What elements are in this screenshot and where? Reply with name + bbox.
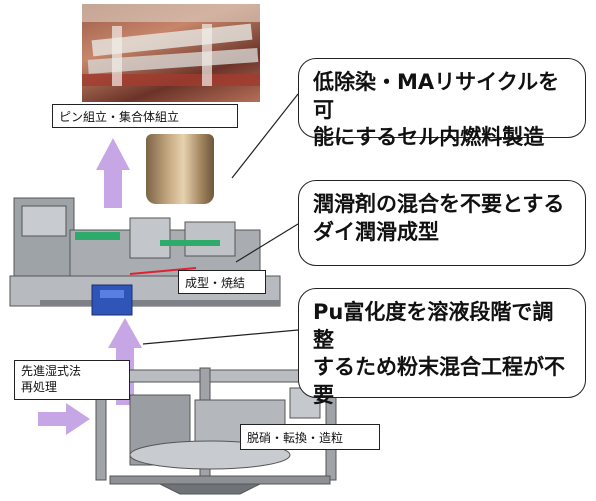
fuel-assembly-graphic — [82, 4, 260, 86]
forming-machine-illustration — [9, 197, 281, 316]
pin-assembly-label: ピン組立・集合体組立 — [52, 104, 238, 128]
process-arrow-icon — [96, 138, 130, 208]
denitration-label: 脱硝・転換・造粒 — [240, 424, 380, 450]
forming-sintering-label: 成型・焼結 — [178, 270, 266, 294]
fuel-assembly-photo — [82, 4, 260, 102]
pellet-photo — [146, 134, 214, 204]
callout-die-lubrication: 潤滑剤の混合を不要とする ダイ潤滑成型 — [298, 180, 586, 266]
callout-cell-fuel-fabrication: 低除染・MAリサイクルを可 能にするセル内燃料製造 — [298, 58, 586, 149]
reprocessing-label: 先進湿式法 再処理 — [14, 360, 130, 400]
callout-pu-enrichment: Pu富化度を溶液段階で調整 するため粉末混合工程が不 要 — [298, 288, 586, 407]
